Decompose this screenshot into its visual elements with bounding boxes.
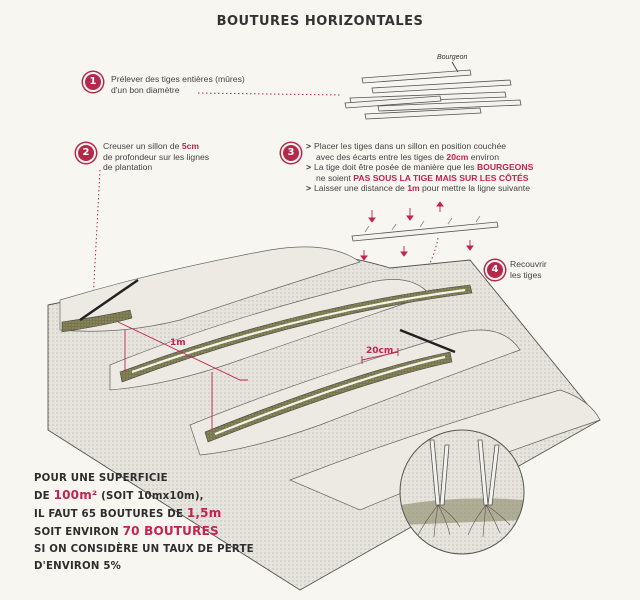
stem-spacing-guide bbox=[361, 348, 399, 364]
step-1-line-b: d'un bon diamètre bbox=[111, 84, 180, 95]
bud-arrows bbox=[360, 201, 474, 261]
step-3-bullets: >Placer les tiges dans un sillon en posi… bbox=[306, 141, 533, 194]
step-3-bullet-1a: >Placer les tiges dans un sillon en posi… bbox=[306, 141, 507, 151]
step-3-bullet-2a: >La tige doit être posée de manière que … bbox=[306, 162, 534, 173]
stem-spacing-label: 20cm bbox=[366, 346, 394, 356]
step-4-line-b: les tiges bbox=[510, 269, 542, 280]
step-1-line-a: Prélever des tiges entières (mûres) bbox=[111, 74, 245, 84]
step-3-bullet-3: >Laisser une distance de 1m pour mettre … bbox=[306, 183, 530, 194]
step-1-connector bbox=[197, 92, 341, 96]
summary-line-1: POUR UNE SUPERFICIE bbox=[34, 473, 168, 484]
step-4-text: Recouvrir les tiges bbox=[510, 259, 547, 280]
step-4-badge: 4 bbox=[485, 260, 505, 280]
step-2-text: Creuser un sillon de 5cm de profondeur s… bbox=[103, 141, 209, 173]
stems-pile bbox=[344, 69, 522, 120]
step-2-depth: 5cm bbox=[181, 141, 200, 151]
step-2-line-b: de profondeur sur les lignes bbox=[103, 151, 210, 162]
bourgeon-pointer bbox=[451, 61, 459, 73]
summary-line-2: DE 100m² (SOIT 10mx10m), bbox=[34, 488, 204, 502]
step-2-line-a: Creuser un sillon de bbox=[103, 141, 182, 151]
step-2-line-c: de plantation bbox=[103, 162, 153, 172]
page-title: BOUTURES HORIZONTALES bbox=[216, 14, 424, 29]
step-1-badge: 1 bbox=[83, 72, 103, 92]
summary-line-6: D'ENVIRON 5% bbox=[34, 561, 122, 572]
step-3-bullet-2b: ne soient PAS SOUS LA TIGE MAIS SUR LES … bbox=[316, 172, 529, 183]
magnifier-ring bbox=[399, 429, 525, 555]
row-spacing-label: 1m bbox=[170, 338, 186, 348]
summary-line-3: IL FAUT 65 BOUTURES DE 1,5m bbox=[34, 506, 222, 520]
stem-with-buds bbox=[351, 215, 499, 242]
step-1-text: Prélever des tiges entières (mûres) d'un… bbox=[111, 74, 245, 95]
row-spacing-guide bbox=[117, 321, 248, 430]
summary-block: POUR UNE SUPERFICIE DE 100m² (SOIT 10mx1… bbox=[34, 470, 254, 575]
summary-line-5: SI ON CONSIDÈRE UN TAUX DE PERTE bbox=[34, 544, 254, 555]
step-3-badge: 3 bbox=[281, 143, 301, 163]
soil-block bbox=[47, 246, 601, 591]
summary-line-4: SOIT ENVIRON 70 BOUTURES bbox=[34, 524, 219, 538]
roots-magnifier bbox=[400, 430, 524, 554]
step-4-line-a: Recouvrir bbox=[510, 259, 547, 269]
step-2-badge: 2 bbox=[76, 143, 96, 163]
bourgeon-label: Bourgeon bbox=[437, 54, 468, 61]
step-3-bullet-1b: avec des écarts entre les tiges de 20cm … bbox=[316, 151, 499, 162]
